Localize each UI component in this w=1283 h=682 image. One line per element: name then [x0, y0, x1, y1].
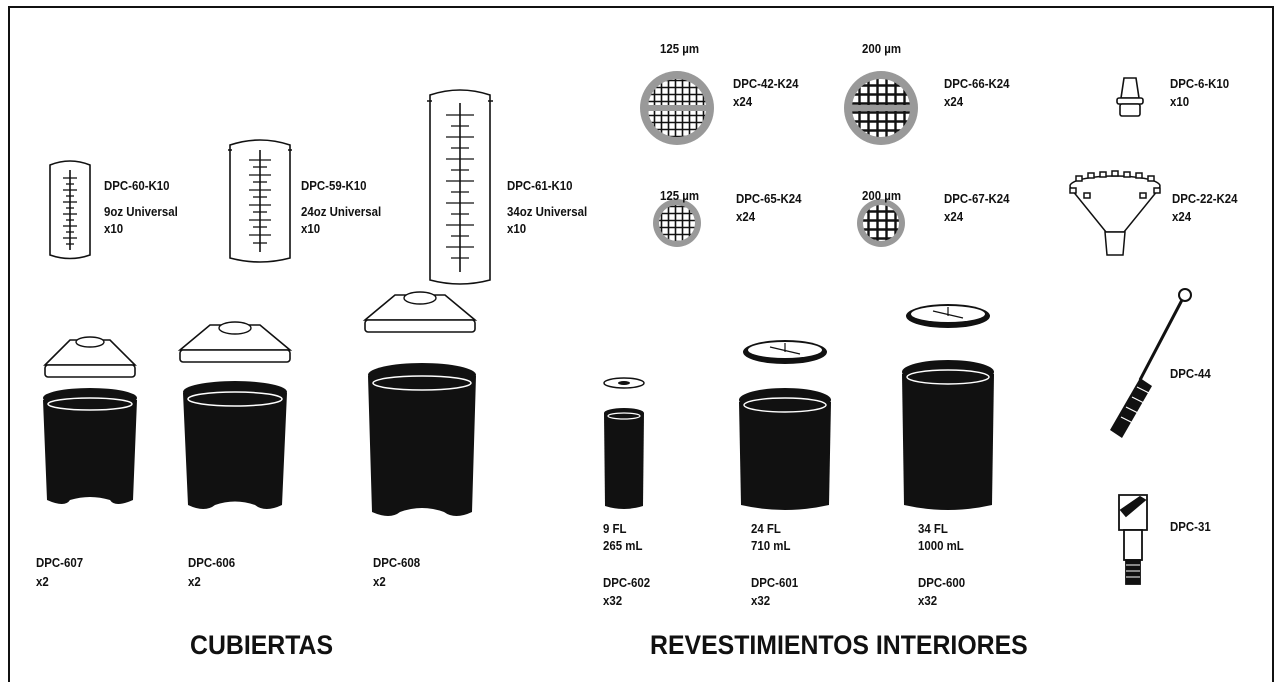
strainer-code: DPC-42-K24 — [733, 76, 799, 91]
funnel-code: DPC-22-K24 — [1172, 191, 1238, 206]
catalog-frame — [8, 6, 1274, 682]
strainer-code: DPC-67-K24 — [944, 191, 1010, 206]
strainer-qty: x24 — [944, 94, 964, 109]
cover-608-icon — [362, 291, 478, 516]
plug-code: DPC-6-K10 — [1170, 76, 1230, 91]
cover-qty: x2 — [36, 574, 49, 589]
strainer-small-200-icon — [857, 199, 905, 247]
liner-ml: 710 mL — [751, 538, 791, 553]
mixing-liner-code: DPC-60-K10 — [104, 178, 170, 193]
strainer-qty: x24 — [736, 209, 756, 224]
mixing-liner-24oz-icon — [228, 139, 292, 263]
strainer-mesh-label: 200 µm — [862, 41, 902, 56]
liner-ml: 265 mL — [603, 538, 643, 553]
strainer-small-125-icon — [653, 199, 701, 247]
liner-volume: 24 FL — [751, 521, 781, 536]
strainer-large-200-icon — [844, 71, 918, 145]
funnel-icon — [1069, 170, 1161, 256]
adapter-icon — [1118, 494, 1148, 585]
liner-602-icon — [603, 377, 645, 509]
liner-qty: x32 — [603, 593, 623, 608]
mixing-liner-code: DPC-61-K10 — [507, 178, 573, 193]
liner-code: DPC-601 — [751, 575, 799, 590]
brush-icon — [1110, 288, 1192, 438]
mixing-liner-size: 24oz Universal — [301, 204, 382, 219]
mixing-liner-size: 34oz Universal — [507, 204, 588, 219]
covers-heading: CUBIERTAS — [190, 630, 334, 660]
liner-code: DPC-600 — [918, 575, 966, 590]
strainer-large-125-icon — [640, 71, 714, 145]
strainer-code: DPC-66-K24 — [944, 76, 1010, 91]
strainer-mesh-label: 125 µm — [660, 188, 700, 203]
strainer-code: DPC-65-K24 — [736, 191, 802, 206]
liner-volume: 34 FL — [918, 521, 948, 536]
cover-code: DPC-607 — [36, 555, 84, 570]
mixing-liner-qty: x10 — [301, 221, 321, 236]
cover-606-icon — [177, 321, 293, 509]
cover-code: DPC-606 — [188, 555, 236, 570]
liner-qty: x32 — [918, 593, 938, 608]
mixing-liner-34oz-icon — [427, 89, 493, 285]
liner-qty: x32 — [751, 593, 771, 608]
cover-code: DPC-608 — [373, 555, 421, 570]
strainer-qty: x24 — [733, 94, 753, 109]
liner-600-icon — [902, 304, 994, 510]
mixing-liner-code: DPC-59-K10 — [301, 178, 367, 193]
plug-qty: x10 — [1170, 94, 1190, 109]
liner-volume: 9 FL — [603, 521, 627, 536]
liners-heading: REVESTIMIENTOS INTERIORES — [650, 630, 1028, 660]
liner-ml: 1000 mL — [918, 538, 964, 553]
cover-qty: x2 — [373, 574, 386, 589]
liner-601-icon — [739, 340, 831, 510]
mixing-liner-9oz-icon — [49, 160, 91, 260]
strainer-qty: x24 — [944, 209, 964, 224]
adapter-code: DPC-31 — [1170, 519, 1211, 534]
brush-code: DPC-44 — [1170, 366, 1211, 381]
mixing-liner-size: 9oz Universal — [104, 204, 178, 219]
funnel-qty: x24 — [1172, 209, 1192, 224]
cover-607-icon — [43, 336, 137, 504]
liner-code: DPC-602 — [603, 575, 651, 590]
mixing-liner-qty: x10 — [104, 221, 124, 236]
mixing-liner-qty: x10 — [507, 221, 527, 236]
plug-icon — [1116, 77, 1144, 117]
cover-qty: x2 — [188, 574, 201, 589]
strainer-mesh-label: 200 µm — [862, 188, 902, 203]
strainer-mesh-label: 125 µm — [660, 41, 700, 56]
